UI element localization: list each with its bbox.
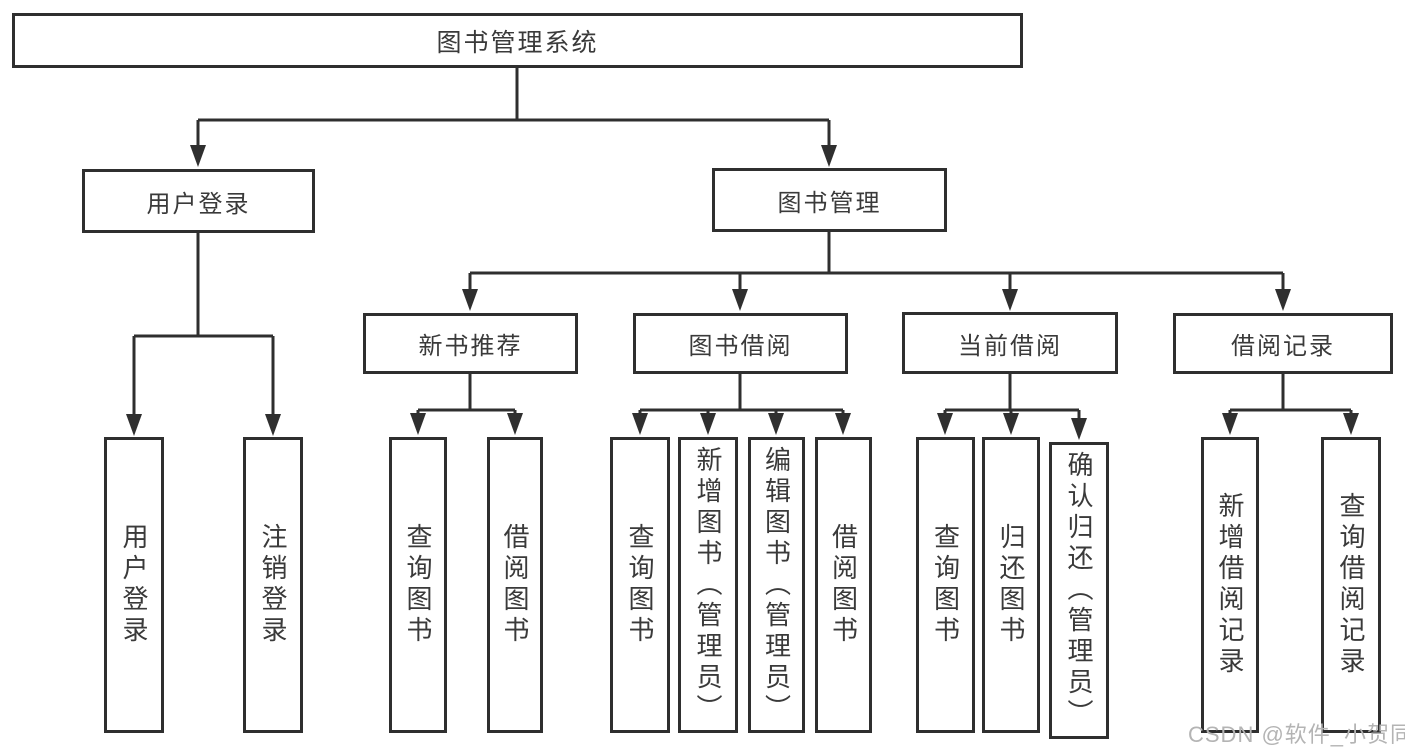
arrowhead bbox=[1222, 413, 1238, 435]
connector-bookborrow-split bbox=[638, 374, 845, 417]
node-leaf-user-login: 用户登录 bbox=[104, 437, 164, 733]
node-leaf-nb-query-books: 查询图书 bbox=[389, 437, 447, 733]
node-label: 注销登录 bbox=[258, 523, 288, 647]
arrowhead bbox=[1071, 418, 1087, 440]
arrowheads bbox=[126, 145, 1359, 440]
arrowhead bbox=[126, 414, 142, 436]
node-user-login-branch: 用户登录 bbox=[82, 169, 315, 233]
node-leaf-logout: 注销登录 bbox=[243, 437, 303, 733]
node-leaf-cb-return-books: 归还图书 bbox=[982, 437, 1040, 733]
node-label: 查询图书 bbox=[930, 523, 961, 647]
connector-root-split bbox=[196, 68, 831, 150]
node-current-borrow: 当前借阅 bbox=[902, 312, 1118, 374]
node-leaf-br-query-record: 查询借阅记录 bbox=[1321, 437, 1381, 733]
arrowhead bbox=[768, 413, 784, 435]
node-new-book-recommend: 新书推荐 bbox=[363, 313, 578, 374]
node-book-management: 图书管理 bbox=[712, 168, 947, 232]
arrowhead bbox=[700, 413, 716, 435]
arrowhead bbox=[1003, 413, 1019, 435]
arrowhead bbox=[632, 413, 648, 435]
node-leaf-cb-confirm-return-admin: 确认归还（管理员） bbox=[1049, 442, 1109, 739]
node-root: 图书管理系统 bbox=[12, 13, 1023, 68]
node-leaf-bb-add-books-admin: 新增图书（管理员） bbox=[678, 437, 738, 733]
connector-newbook-split bbox=[416, 374, 517, 417]
node-label: 查询借阅记录 bbox=[1336, 492, 1366, 678]
watermark-text: CSDN @软件_小贺同学 bbox=[1188, 722, 1405, 747]
connector-login-split bbox=[132, 233, 275, 418]
node-leaf-nb-borrow-books: 借阅图书 bbox=[487, 437, 543, 733]
connector-mgmt-split bbox=[468, 232, 1285, 293]
arrowhead bbox=[1002, 289, 1018, 311]
node-label: 借阅图书 bbox=[828, 523, 859, 647]
arrowhead bbox=[821, 145, 837, 167]
node-book-borrow: 图书借阅 bbox=[633, 313, 848, 374]
node-label: 查询图书 bbox=[625, 523, 655, 647]
arrowhead bbox=[507, 413, 523, 435]
node-label: 借阅图书 bbox=[500, 523, 530, 647]
node-leaf-bb-borrow-books: 借阅图书 bbox=[815, 437, 872, 733]
arrowhead bbox=[732, 289, 748, 311]
connector-borrowrecord-split bbox=[1228, 374, 1353, 417]
arrowhead bbox=[835, 413, 851, 435]
node-label: 编辑图书（管理员） bbox=[761, 445, 792, 725]
node-leaf-cb-query-books: 查询图书 bbox=[916, 437, 975, 733]
node-label: 新增图书（管理员） bbox=[693, 445, 723, 725]
node-label: 归还图书 bbox=[996, 523, 1026, 647]
node-label: 查询图书 bbox=[403, 523, 433, 647]
node-leaf-br-add-record: 新增借阅记录 bbox=[1201, 437, 1259, 733]
arrowhead bbox=[265, 414, 281, 436]
arrowhead bbox=[190, 145, 206, 167]
node-borrow-record: 借阅记录 bbox=[1173, 313, 1393, 374]
node-leaf-bb-edit-books-admin: 编辑图书（管理员） bbox=[748, 437, 805, 733]
arrowhead bbox=[1343, 413, 1359, 435]
node-label: 用户登录 bbox=[119, 523, 149, 647]
node-label: 新增借阅记录 bbox=[1215, 492, 1245, 678]
node-label: 确认归还（管理员） bbox=[1064, 451, 1094, 730]
node-leaf-bb-query-books: 查询图书 bbox=[610, 437, 670, 733]
arrowhead bbox=[937, 413, 953, 435]
arrowhead bbox=[410, 413, 426, 435]
arrowhead bbox=[462, 289, 478, 311]
arrowhead bbox=[1275, 289, 1291, 311]
